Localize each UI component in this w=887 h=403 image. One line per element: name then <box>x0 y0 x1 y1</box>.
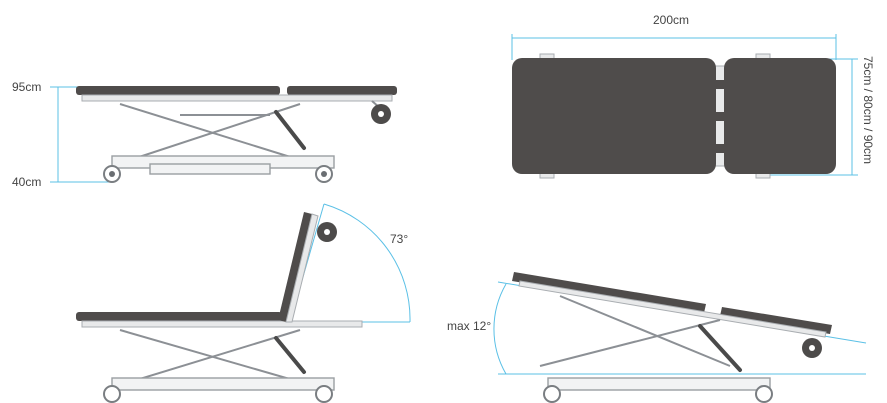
tilted-cushion-main <box>512 272 706 313</box>
lift-actuator <box>274 110 306 150</box>
cushion-backrest-raised <box>278 212 312 322</box>
tilt-angle-label: max 12° <box>447 319 491 333</box>
castor-wheel-right-2 <box>315 385 333 403</box>
top-cushion-main <box>512 58 716 174</box>
castor-wheel-left-2 <box>103 385 121 403</box>
castor-wheel-left-3 <box>543 385 561 403</box>
tilted-cushion-head <box>720 307 832 334</box>
backrest-angle-label: 73° <box>390 232 408 246</box>
side-view-tilt-angle: max 12° <box>447 272 867 403</box>
length-label: 200cm <box>653 13 689 27</box>
side-view-height: 95cm 40cm <box>12 80 397 189</box>
scissor-arm-a <box>119 103 301 161</box>
cushion-main-flat <box>76 312 282 321</box>
top-view-dimensions: 200cm 75cm / 80cm / 90cm <box>511 13 875 179</box>
max-height-label: 95cm <box>12 80 41 94</box>
tilt-arc <box>493 283 507 375</box>
table-cushion-main <box>76 86 280 95</box>
angle-arc <box>323 203 411 323</box>
table-cushion-head <box>287 86 397 95</box>
side-view-backrest-angle: 73° <box>76 203 411 403</box>
width-label: 75cm / 80cm / 90cm <box>861 56 875 164</box>
castor-wheel-right-3 <box>755 385 773 403</box>
min-height-label: 40cm <box>12 175 41 189</box>
base-plate <box>149 163 271 175</box>
table-top-frame <box>81 94 393 102</box>
scissor-arm-b <box>129 103 301 161</box>
top-cushion-head <box>724 58 836 174</box>
